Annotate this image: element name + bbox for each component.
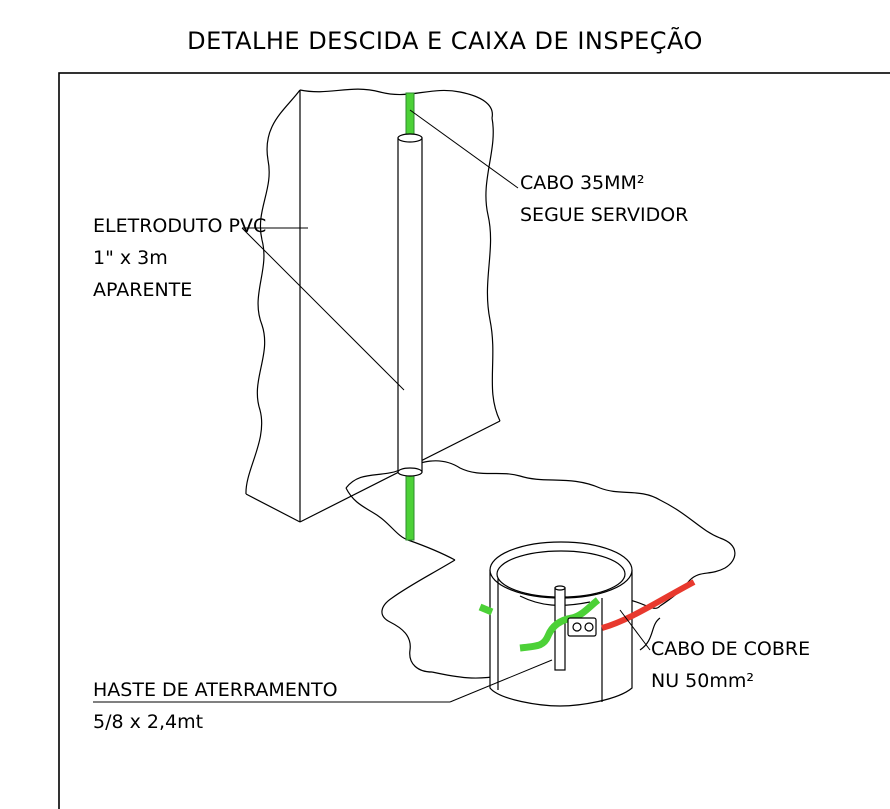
- label-pvc-conduit-line-1: ELETRODUTO PVC: [93, 215, 267, 237]
- green-cable-in-box: [519, 597, 601, 652]
- pvc-conduit: [397, 133, 423, 477]
- rod-clamp: [567, 617, 597, 637]
- label-cable-35mm-line-1: CABO 35MM²: [520, 172, 645, 194]
- label-pvc-conduit: ELETRODUTO PVC 1" x 3m APARENTE: [93, 210, 266, 306]
- label-copper-cable-line-1: CABO DE COBRE: [651, 638, 811, 660]
- label-cable-35mm-line-2: SEGUE SERVIDOR: [520, 204, 689, 226]
- label-copper-cable-line-2: NU 50mm²: [651, 670, 754, 692]
- label-grounding-rod-line-1: HASTE DE ATERRAMENTO: [93, 679, 338, 701]
- label-pvc-conduit-line-3: APARENTE: [93, 279, 193, 301]
- leader-lines: [93, 109, 651, 703]
- label-copper-cable: CABO DE COBRE NU 50mm²: [651, 633, 810, 697]
- red-copper-cable: [601, 579, 696, 631]
- wall-block: [245, 88, 501, 523]
- label-pvc-conduit-line-2: 1" x 3m: [93, 247, 168, 269]
- label-grounding-rod-line-2: 5/8 x 2,4mt: [93, 711, 204, 733]
- label-grounding-rod: HASTE DE ATERRAMENTO 5/8 x 2,4mt: [93, 674, 338, 738]
- label-cable-35mm: CABO 35MM² SEGUE SERVIDOR: [520, 167, 688, 231]
- drawing-frame: [58, 72, 890, 809]
- drawing-title: DETALHE DESCIDA E CAIXA DE INSPEÇÃO: [187, 27, 703, 55]
